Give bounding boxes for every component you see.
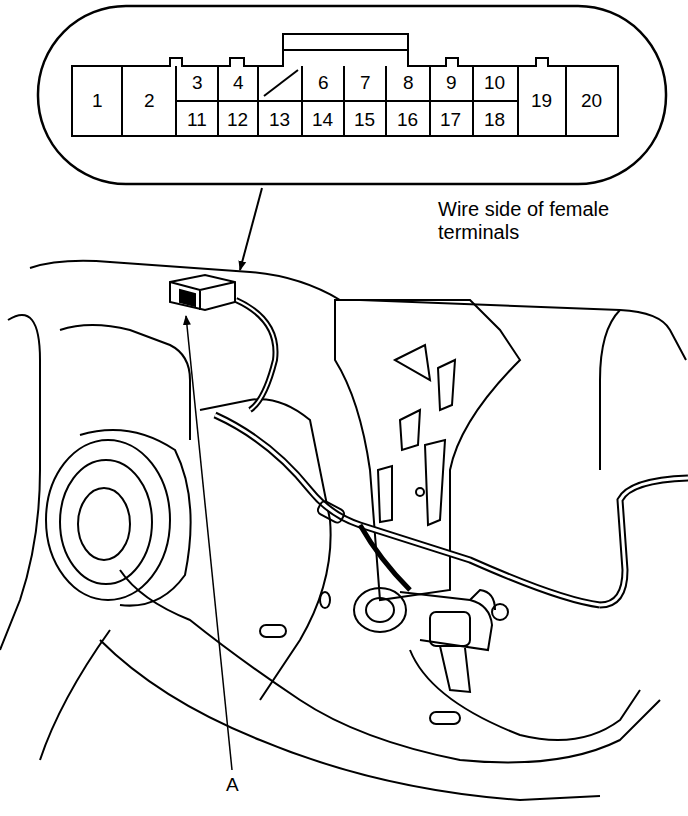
pin-number: 14 <box>312 109 333 131</box>
pin-number: 3 <box>192 72 203 94</box>
pin-number: 6 <box>318 72 329 94</box>
pin-number: 12 <box>227 109 248 131</box>
pin-number: 19 <box>531 90 552 112</box>
pin-number: 15 <box>354 109 375 131</box>
pin-number: 9 <box>446 72 457 94</box>
pin-number: 4 <box>233 72 244 94</box>
pin-number: 20 <box>581 90 602 112</box>
callout-letter: A <box>226 774 239 796</box>
pin-number: 18 <box>484 109 505 131</box>
pin-number: 10 <box>484 72 505 94</box>
note-text: Wire side of female terminals <box>438 198 620 244</box>
pin-number: 1 <box>92 90 103 112</box>
pin-number: 11 <box>187 109 207 131</box>
pin-number: 7 <box>360 72 371 94</box>
pin-number: 16 <box>397 109 418 131</box>
pin-number: 13 <box>269 109 290 131</box>
pin-number: 17 <box>440 109 461 131</box>
pin-number: 8 <box>403 72 414 94</box>
pin-number: 2 <box>144 90 155 112</box>
